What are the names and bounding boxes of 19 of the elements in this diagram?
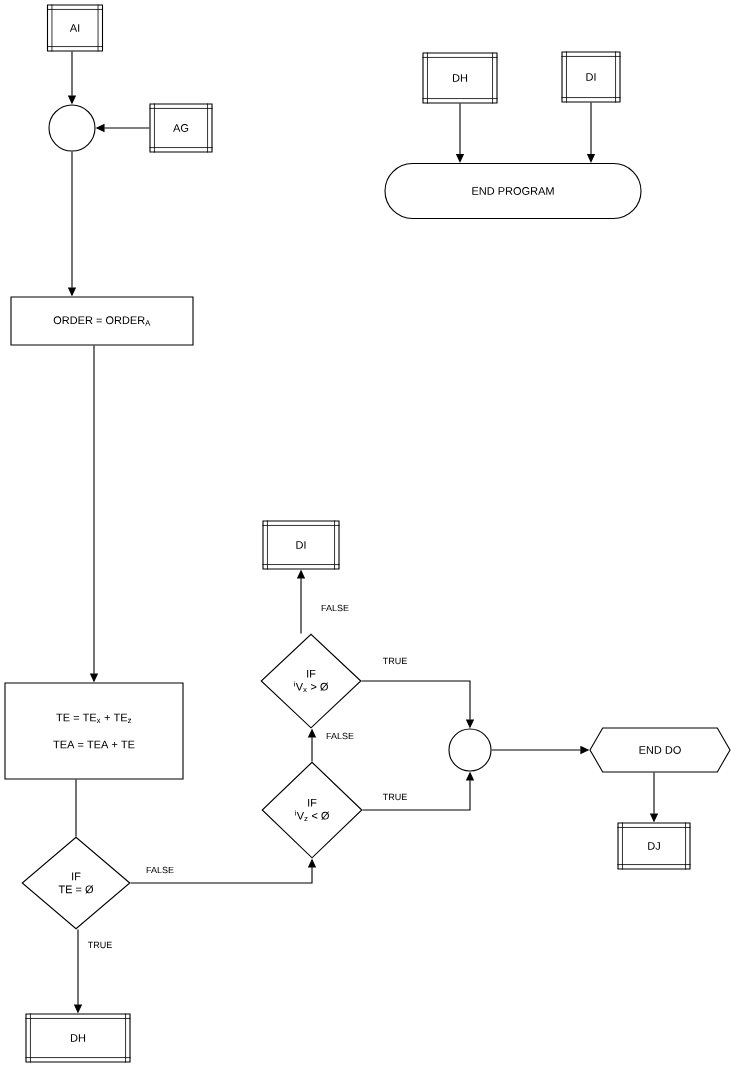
predefined-process-box: DJ [617,822,691,870]
edge-label: TRUE [381,656,409,666]
edge-label: FALSE [320,603,350,613]
process-box: TE = TE$_{x}$ + TE$_{z}$ TEA = TEA + TE [4,682,184,780]
predefined-process-box: AI [46,4,104,52]
edge-label: TRUE [381,792,409,802]
connector-circle [448,728,492,772]
predefined-process-box: AG [149,103,213,153]
process-box: ORDER = ORDER$_{A}$ [10,296,194,346]
edge-label: TRUE [86,940,114,950]
edge-label: FALSE [145,865,175,875]
connector-circle [48,104,96,152]
terminal-box: END PROGRAM [384,162,642,220]
loop-hexagon: END DO [589,727,731,773]
predefined-process-box: DI [561,51,621,103]
predefined-process-box: DH [25,1013,131,1063]
edge-label: FALSE [325,731,355,741]
predefined-process-box: DH [422,52,498,104]
predefined-process-box: DI [262,520,340,570]
